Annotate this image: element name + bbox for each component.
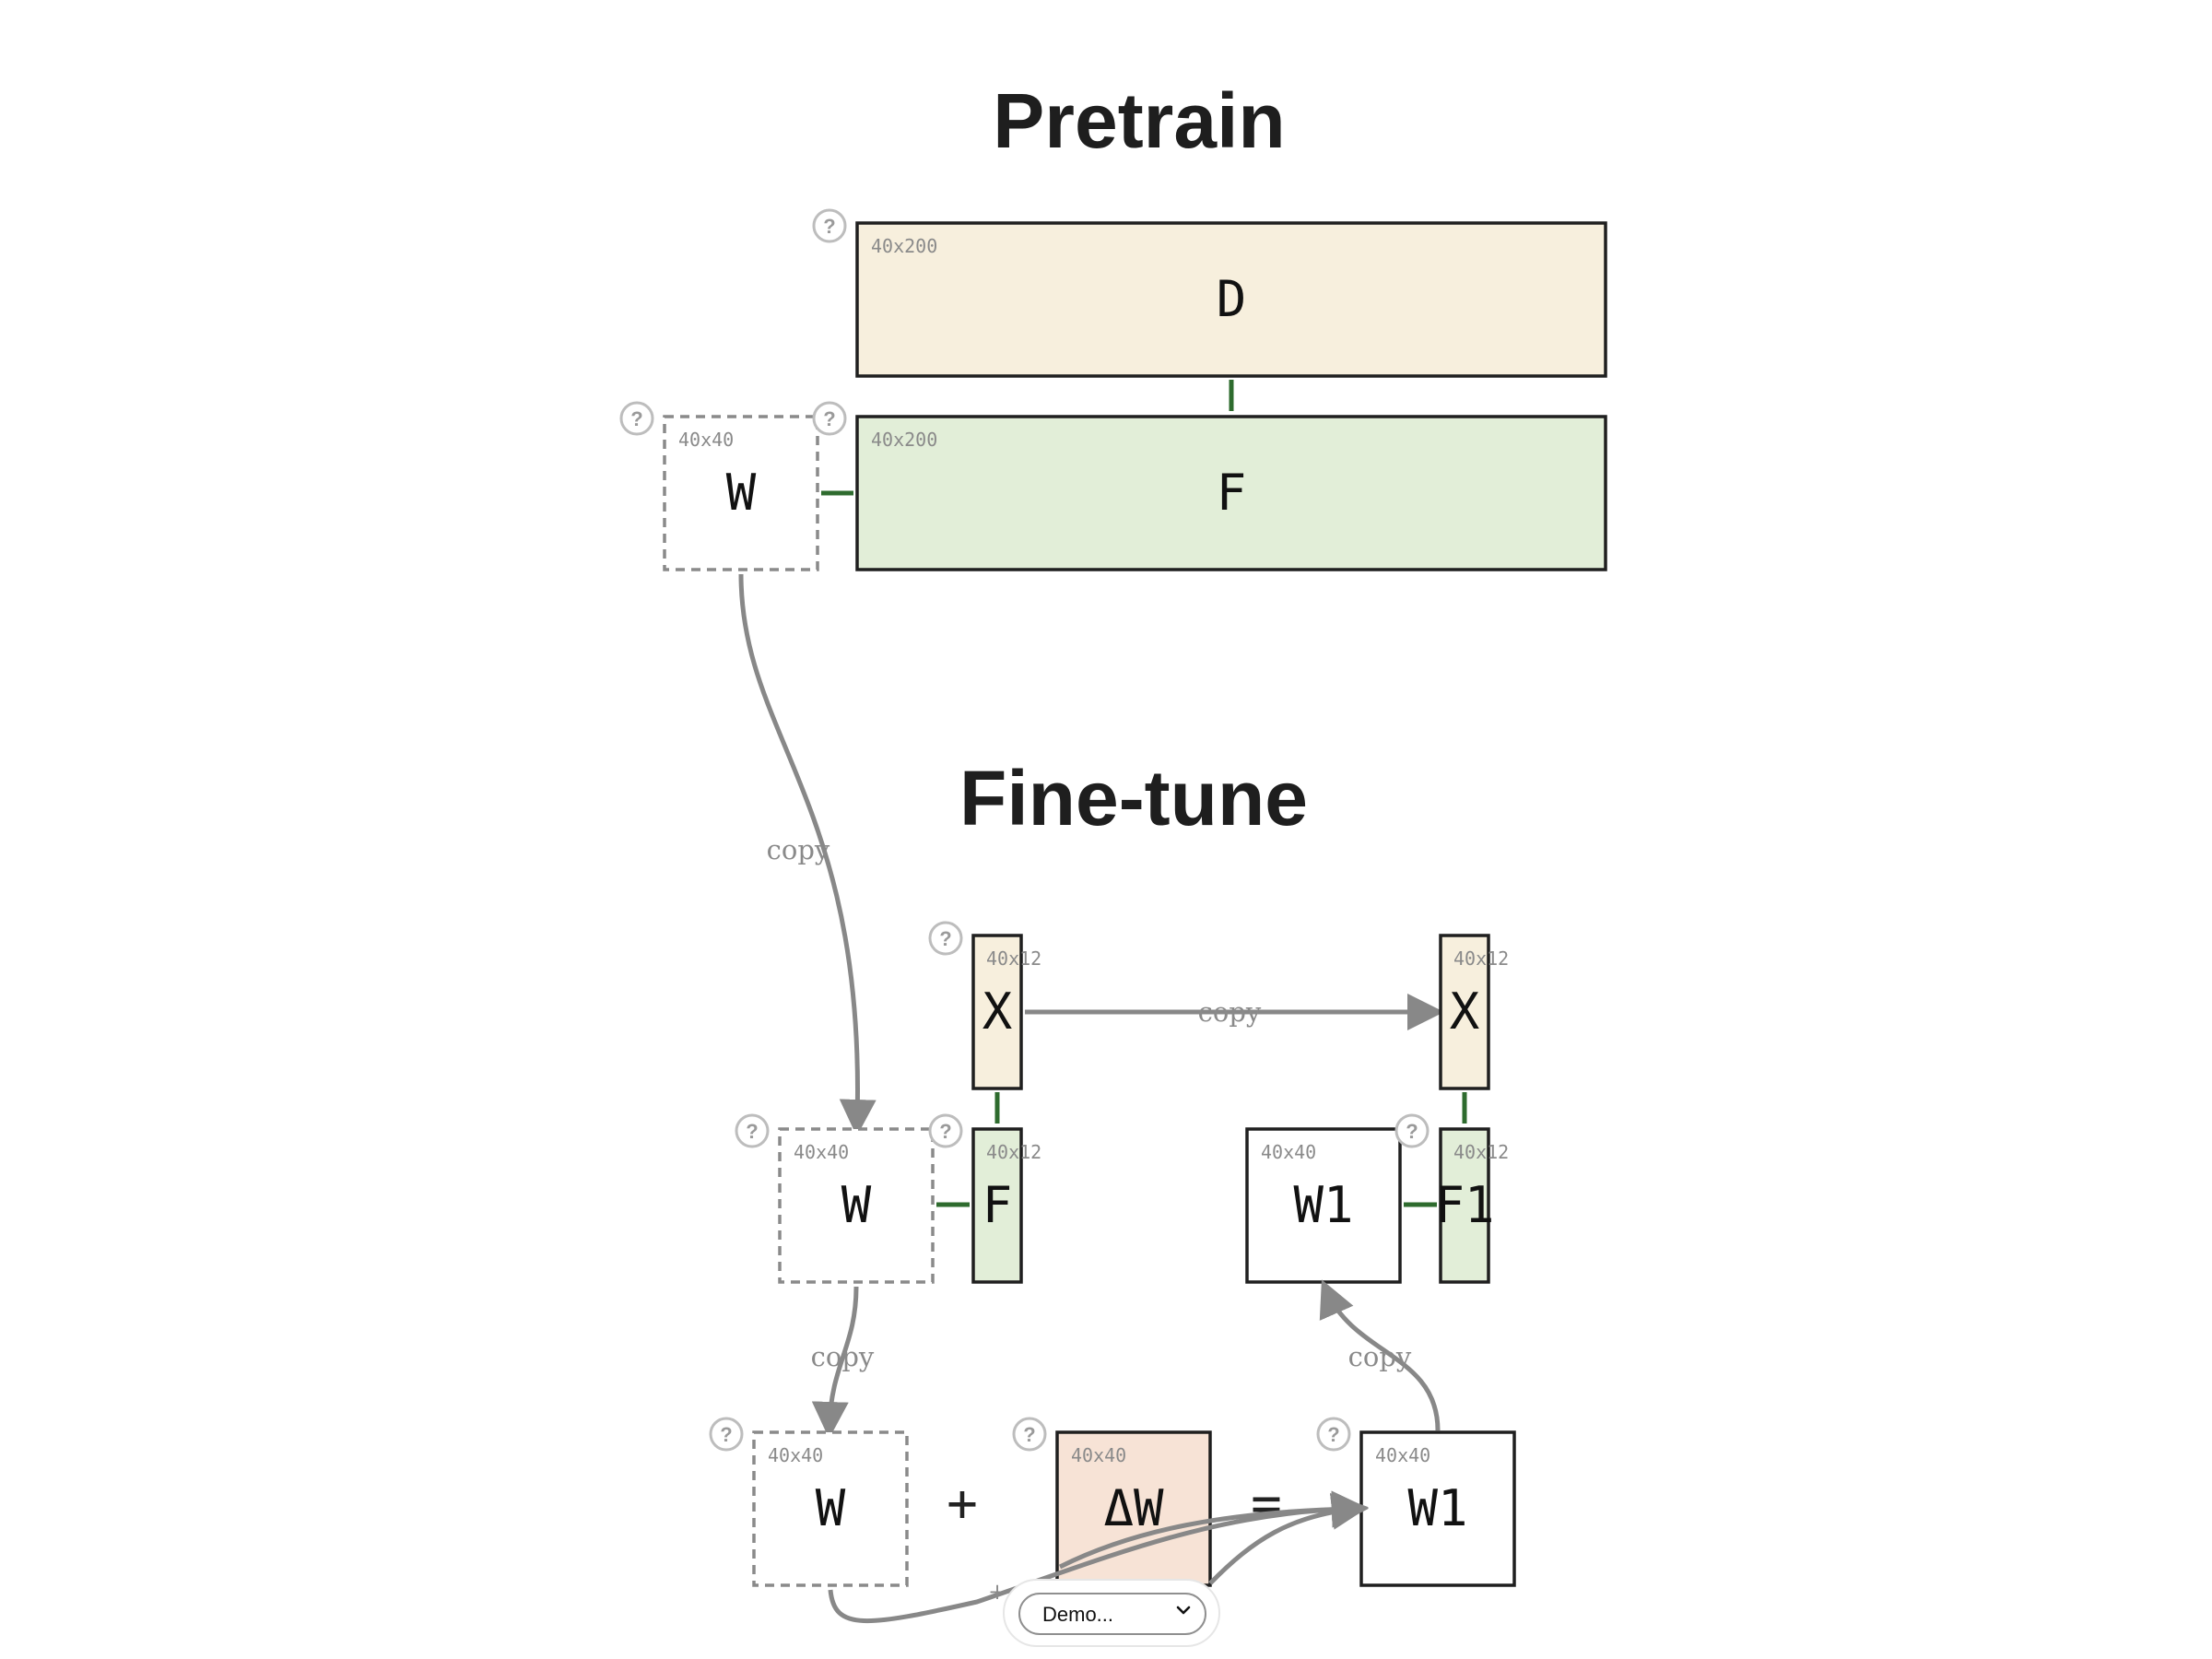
matrix-delta-w[interactable]: 40x40 ΔW <box>1055 1430 1212 1587</box>
matrix-delta-w-dims: 40x40 <box>1071 1444 1126 1466</box>
matrix-x-copy-label: X <box>1450 982 1480 1041</box>
matrix-w-finetune-label: W <box>841 1176 872 1234</box>
matrix-f1-label: F1 <box>1434 1176 1494 1234</box>
demo-select-container: Demo... <box>1003 1579 1220 1647</box>
help-icon-w-pretrain[interactable]: ? <box>619 401 654 436</box>
copy-label-w1-up: copy <box>1348 1341 1412 1372</box>
svg-text:?: ? <box>939 927 951 950</box>
demo-select[interactable]: Demo... <box>1018 1593 1206 1635</box>
svg-text:?: ? <box>720 1423 732 1446</box>
demo-select-value: Demo... <box>1042 1603 1114 1626</box>
help-icon-w-finetune[interactable]: ? <box>735 1113 770 1148</box>
matrix-w-sum[interactable]: 40x40 W <box>752 1430 909 1587</box>
plus-operator: + <box>947 1474 978 1534</box>
copy-arrow-w-pretrain <box>738 573 877 1136</box>
svg-text:?: ? <box>939 1120 951 1143</box>
chevron-down-icon <box>1176 1606 1191 1615</box>
matrix-d[interactable]: 40x200 D <box>855 221 1607 378</box>
matrix-f-pretrain-label: F <box>1217 464 1247 522</box>
help-icon-d[interactable]: ? <box>812 208 847 243</box>
matrix-w1-finetune-label: W1 <box>1293 1176 1353 1234</box>
matrix-w-finetune[interactable]: 40x40 W <box>778 1127 935 1284</box>
matrix-x-label: X <box>982 982 1013 1041</box>
copy-label-w-pretrain: copy <box>767 834 830 865</box>
svg-text:?: ? <box>823 215 835 238</box>
matrix-x-dims: 40x12 <box>986 947 1041 970</box>
copy-label-w-sum: copy <box>811 1341 875 1372</box>
matrix-w1-finetune-dims: 40x40 <box>1261 1141 1316 1163</box>
matrix-w-pretrain-label: W <box>726 464 757 522</box>
matrix-f1[interactable]: 40x12 F1 <box>1434 1127 1509 1284</box>
sum-arrow-delta-w <box>1208 1492 1369 1585</box>
matrix-d-label: D <box>1217 270 1247 328</box>
copy-arrow-w1-up <box>1319 1279 1441 1431</box>
sum-arrow-mid <box>1058 1490 1369 1570</box>
svg-text:?: ? <box>630 407 642 430</box>
matrix-w-pretrain[interactable]: 40x40 W <box>663 415 819 571</box>
equals-operator: = <box>1251 1474 1282 1534</box>
matrix-f1-dims: 40x12 <box>1453 1141 1509 1163</box>
help-icon-w-sum[interactable]: ? <box>709 1417 744 1452</box>
pretrain-title: Pretrain <box>993 77 1285 164</box>
help-icon-w1-sum[interactable]: ? <box>1316 1417 1351 1452</box>
matrix-d-dims: 40x200 <box>871 235 937 257</box>
copy-label-x: copy <box>1198 996 1262 1028</box>
matrix-f-finetune-dims: 40x12 <box>986 1141 1041 1163</box>
help-icon-f-finetune[interactable]: ? <box>928 1113 963 1148</box>
help-icon-f-pretrain[interactable]: ? <box>812 401 847 436</box>
finetune-title: Fine-tune <box>959 755 1308 841</box>
svg-text:?: ? <box>1023 1423 1035 1446</box>
matrix-w1-finetune[interactable]: 40x40 W1 <box>1245 1127 1402 1284</box>
help-icon-f1[interactable]: ? <box>1394 1113 1430 1148</box>
svg-text:?: ? <box>746 1120 758 1143</box>
matrix-w1-sum-label: W1 <box>1407 1479 1467 1537</box>
matrix-w-finetune-dims: 40x40 <box>794 1141 849 1163</box>
matrix-x[interactable]: 40x12 X <box>971 934 1041 1090</box>
matrix-delta-w-label: ΔW <box>1103 1479 1164 1537</box>
matrix-f-pretrain[interactable]: 40x200 F <box>855 415 1607 571</box>
matrix-w1-sum-dims: 40x40 <box>1375 1444 1430 1466</box>
help-icon-x[interactable]: ? <box>928 921 963 956</box>
svg-text:?: ? <box>1327 1423 1339 1446</box>
matrix-f-pretrain-dims: 40x200 <box>871 429 937 451</box>
matrix-w1-sum[interactable]: 40x40 W1 <box>1359 1430 1516 1587</box>
svg-text:?: ? <box>823 407 835 430</box>
matrix-f-finetune-label: F <box>982 1176 1013 1234</box>
svg-text:?: ? <box>1406 1120 1418 1143</box>
matrix-w-sum-label: W <box>816 1479 846 1537</box>
help-icon-delta-w[interactable]: ? <box>1012 1417 1047 1452</box>
matrix-w-sum-dims: 40x40 <box>768 1444 823 1466</box>
matrix-x-copy-dims: 40x12 <box>1453 947 1509 970</box>
copy-arrow-w-sum <box>811 1286 859 1439</box>
matrix-f-finetune[interactable]: 40x12 F <box>971 1127 1041 1284</box>
matrix-x-copy[interactable]: 40x12 X <box>1439 934 1509 1090</box>
sum-small-plus: + <box>988 1579 1006 1605</box>
matrix-w-pretrain-dims: 40x40 <box>678 429 734 451</box>
